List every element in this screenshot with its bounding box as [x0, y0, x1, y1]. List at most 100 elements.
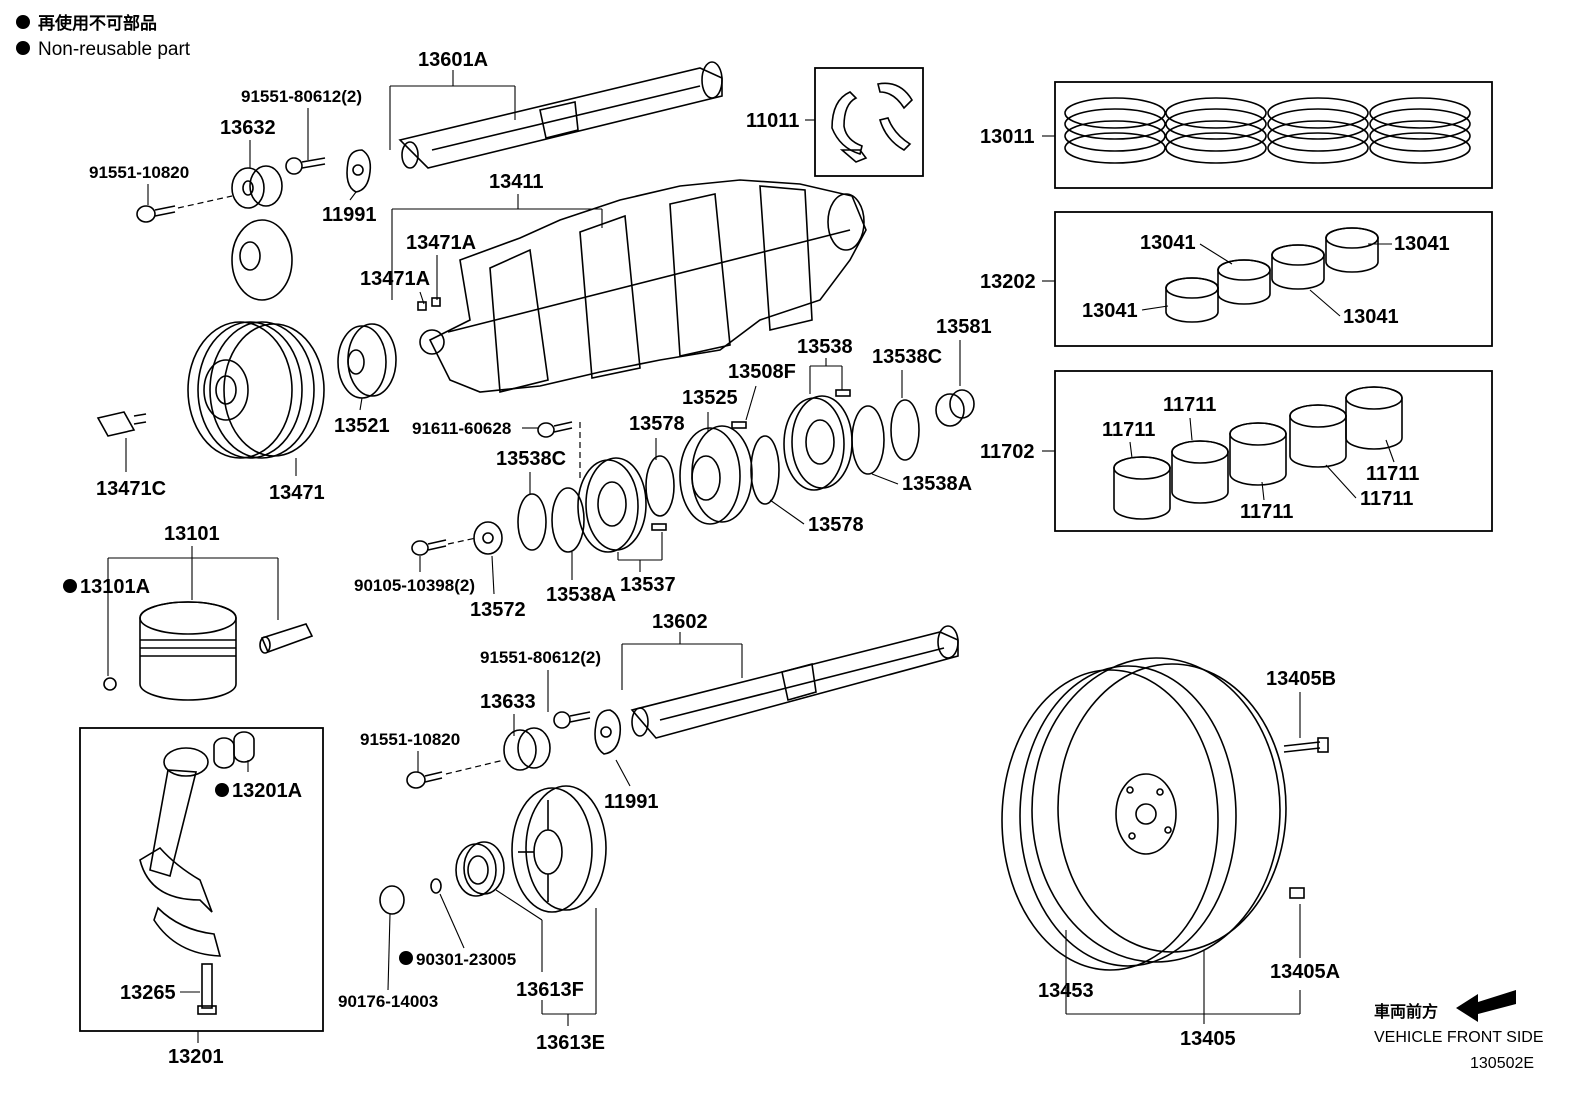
label-91551-80612-a: 91551-80612(2) [241, 87, 362, 106]
label-13508F: 13508F [728, 361, 796, 383]
label-13538A-b: 13538A [546, 584, 616, 606]
sprocket-13581 [935, 389, 975, 427]
ring-13578-right [750, 435, 780, 505]
label-13601A: 13601A [418, 49, 488, 71]
label-13632: 13632 [220, 117, 276, 139]
label-13265: 13265 [120, 982, 176, 1004]
legend-bullet-en [16, 41, 30, 55]
nut-90176 [379, 885, 405, 915]
label-13572: 13572 [470, 599, 526, 621]
ring-13578-left [645, 455, 675, 517]
label-11711-d: 11711 [1360, 488, 1413, 510]
label-13411: 13411 [489, 171, 544, 193]
ring-13538C-left [517, 493, 547, 551]
pin-13405A [1289, 887, 1305, 899]
label-90176-14003: 90176-14003 [338, 992, 438, 1011]
front-jp: 車両前方 [1374, 1002, 1438, 1021]
label-13201A: 13201A [232, 780, 302, 802]
box-13202 [1054, 211, 1493, 347]
balance-shaft-13601A [398, 61, 723, 169]
legend-bullet-jp [16, 15, 30, 29]
gear-13613E [511, 785, 607, 913]
bolt-91611-60628 [537, 421, 573, 438]
label-13041-d: 13041 [1343, 306, 1399, 328]
front-en: VEHICLE FRONT SIDE [1374, 1029, 1544, 1046]
label-13202: 13202 [980, 271, 1036, 293]
non-reusable-mark-90301 [399, 951, 413, 965]
label-13405B: 13405B [1266, 668, 1336, 690]
label-90105-10398: 90105-10398(2) [354, 576, 475, 595]
bolt-91551-80612-a [285, 157, 326, 175]
sprocket-13525 [679, 425, 753, 525]
gear-13632 [231, 165, 283, 209]
box-13011 [1054, 81, 1493, 189]
ring-13538A-right [851, 405, 885, 475]
box-13201 [79, 727, 324, 1032]
label-13011: 13011 [980, 126, 1035, 148]
label-13633: 13633 [480, 691, 536, 713]
conrod-bearing-13201A [213, 731, 255, 769]
conrod-bolt-13265 [197, 963, 217, 1015]
gear-13633 [503, 727, 551, 771]
label-91611-60628: 91611-60628 [412, 419, 511, 438]
label-13581: 13581 [936, 316, 992, 338]
label-13471: 13471 [269, 482, 325, 504]
gear-13521-upper [231, 219, 293, 301]
label-13525: 13525 [682, 387, 738, 409]
piston-pin [259, 623, 314, 654]
label-13613E: 13613E [536, 1032, 605, 1054]
label-13471A-a: 13471A [406, 232, 476, 254]
ring-13538A-left [551, 487, 585, 553]
label-11711-a: 11711 [1102, 419, 1155, 441]
bolt-90105-10398 [411, 539, 447, 556]
balance-shaft-13602 [630, 625, 959, 739]
label-11991-b: 11991 [604, 791, 659, 813]
label-91551-10820-a: 91551-10820 [89, 163, 189, 182]
crank-pulley-13471 [187, 321, 325, 459]
label-13538: 13538 [797, 336, 853, 358]
label-13538C-b: 13538C [496, 448, 566, 470]
ring-13538C-right [890, 399, 920, 461]
label-11011: 11011 [746, 110, 799, 132]
label-13538A-a: 13538A [902, 473, 972, 495]
label-13471A-b: 13471A [360, 268, 430, 290]
crankshaft-13411 [419, 179, 867, 394]
label-13041-b: 13041 [1394, 233, 1450, 255]
legend-jp: 再使用不可部品 [38, 13, 157, 33]
piston-ring-sets [1064, 97, 1471, 164]
timing-gear-13521 [337, 323, 397, 399]
snap-ring-13101A [103, 677, 117, 691]
label-13405A: 13405A [1270, 961, 1340, 983]
label-13578-b: 13578 [808, 514, 864, 536]
label-91551-80612-b: 91551-80612(2) [480, 648, 601, 667]
bolt-13471C [96, 411, 147, 437]
bolt-91551-10820-a [136, 205, 176, 223]
thrust-washers-11011 [831, 82, 914, 163]
washer-90301 [430, 878, 442, 894]
label-11991-a: 11991 [322, 204, 377, 226]
label-13101A: 13101A [80, 576, 150, 598]
label-13471C: 13471C [96, 478, 166, 500]
washer-13572 [473, 521, 503, 555]
label-11702: 11702 [980, 441, 1035, 463]
label-90301-23005: 90301-23005 [416, 950, 516, 969]
plate-13537 [577, 457, 647, 553]
label-13201: 13201 [168, 1046, 224, 1068]
connecting-rod-13201 [139, 747, 222, 957]
front-arrow-icon [1456, 990, 1516, 1022]
flywheel-13405 [1001, 657, 1287, 971]
label-13041-c: 13041 [1082, 300, 1138, 322]
label-13602: 13602 [652, 611, 708, 633]
label-11711-e: 11711 [1240, 501, 1293, 523]
plate-13538 [783, 395, 853, 491]
label-13578-a: 13578 [629, 413, 685, 435]
label-13101: 13101 [164, 523, 220, 545]
label-13537: 13537 [620, 574, 676, 596]
legend-en: Non-reusable part [38, 39, 191, 60]
plate-11991-a [346, 149, 372, 193]
bolt-13405B [1283, 737, 1329, 753]
piston-13101 [139, 601, 237, 701]
label-13405: 13405 [1180, 1028, 1236, 1050]
label-91551-10820-b: 91551-10820 [360, 730, 460, 749]
